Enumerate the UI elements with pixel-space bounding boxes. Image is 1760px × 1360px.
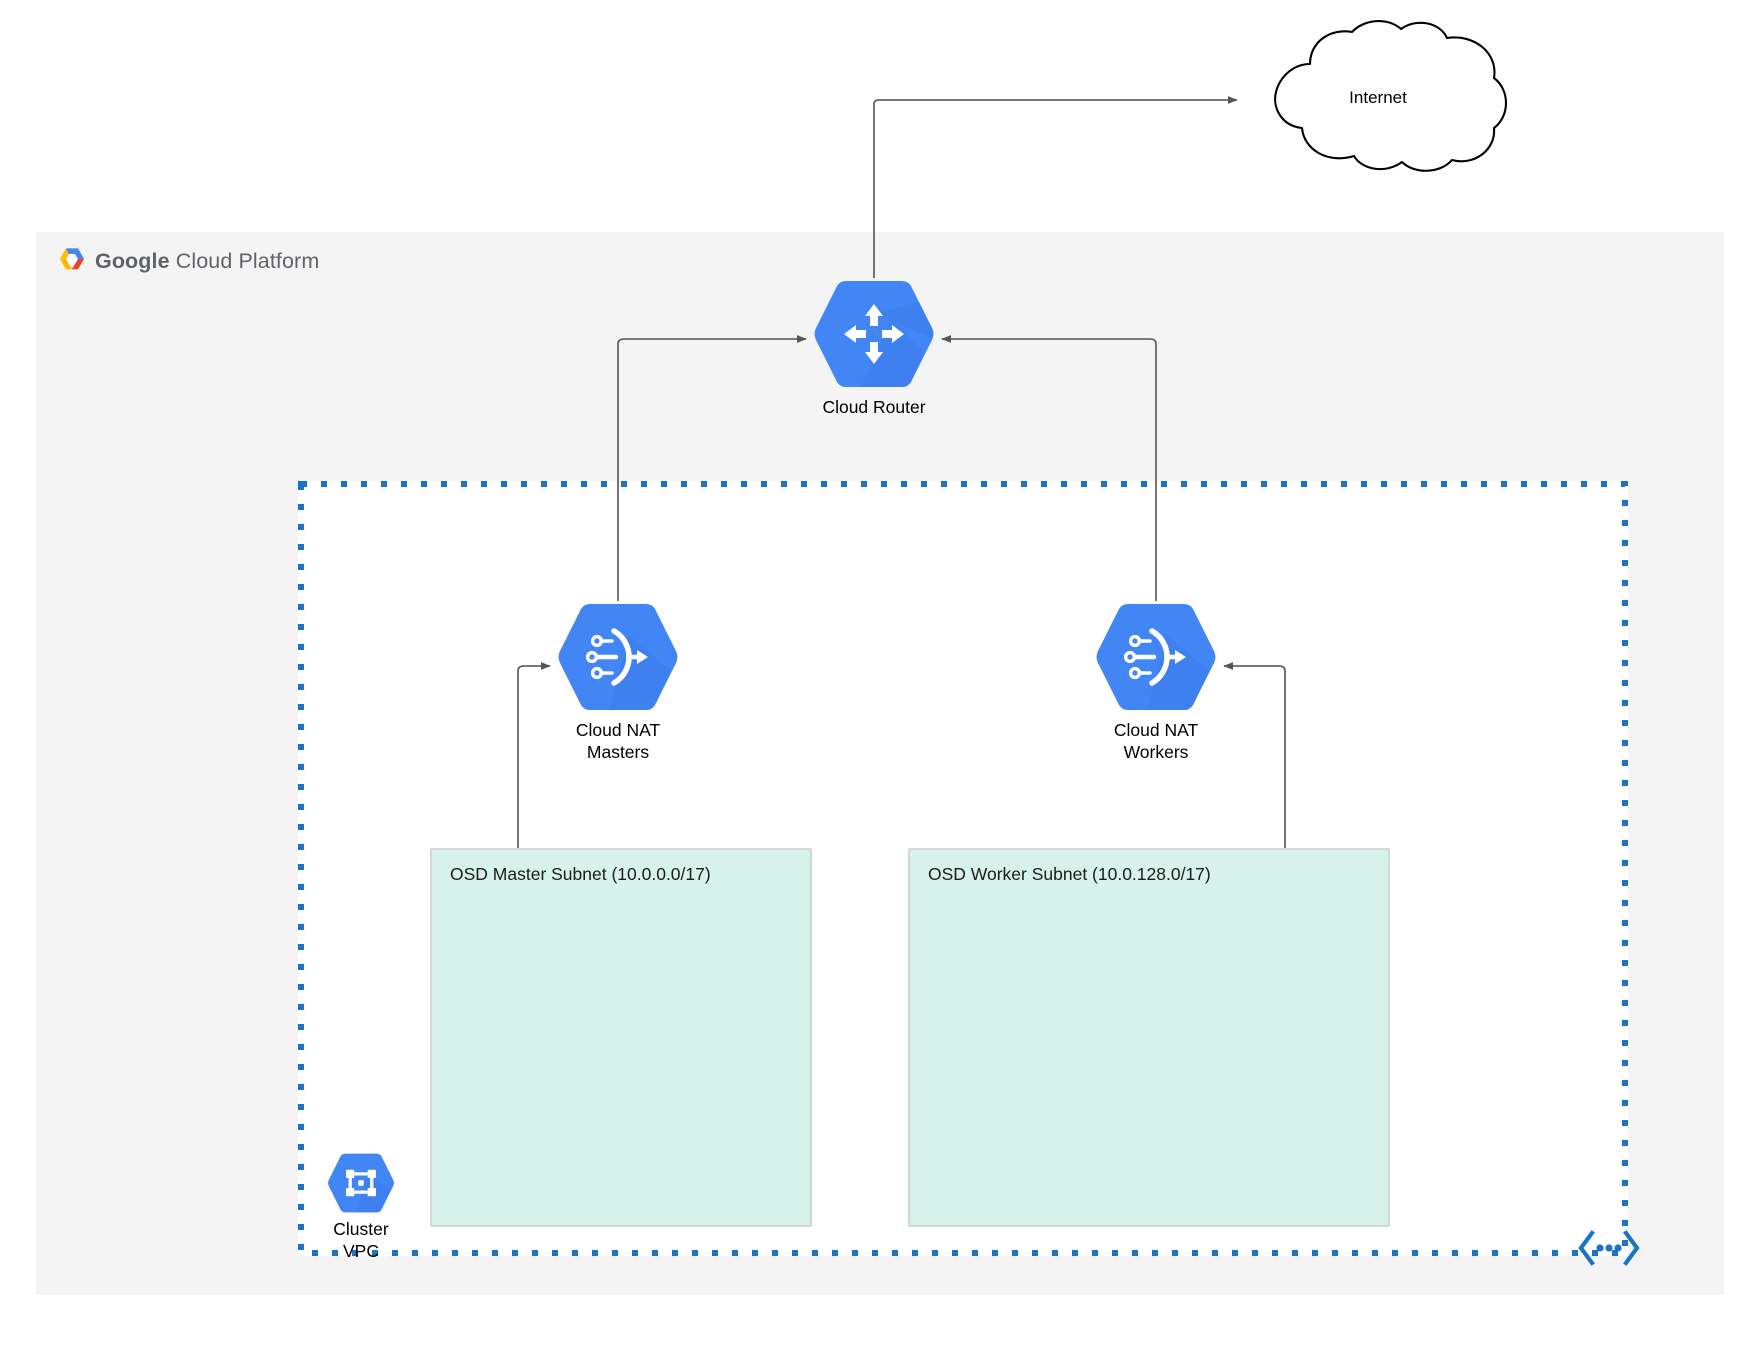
gcp-brand-lockup: Google Cloud Platform	[58, 245, 319, 277]
cloud-shape-icon	[1274, 20, 1507, 172]
node-cloud-nat-masters[interactable]: Cloud NAT Masters	[557, 601, 679, 762]
cloud-nat-icon	[558, 604, 678, 710]
node-cloud-nat-workers[interactable]: Cloud NAT Workers	[1095, 601, 1217, 762]
node-cluster-vpc-line1: Cluster	[333, 1219, 389, 1239]
osd-worker-subnet-box[interactable]: OSD Worker Subnet (10.0.128.0/17)	[908, 848, 1390, 1227]
osd-worker-subnet-label: OSD Worker Subnet (10.0.128.0/17)	[928, 864, 1211, 884]
code-marker	[1578, 1228, 1640, 1268]
node-cluster-vpc[interactable]: Cluster VPC	[327, 1152, 395, 1261]
cloud-router-icon	[814, 281, 934, 387]
node-cloud-router[interactable]: Cloud Router	[813, 278, 935, 417]
gcp-brand-text: Google Cloud Platform	[95, 249, 319, 274]
node-cloud-nat-workers-line2: Workers	[1123, 742, 1189, 762]
virtual-private-cloud-icon	[328, 1153, 394, 1213]
node-cloud-router-label: Cloud Router	[822, 397, 926, 417]
code-ellipsis-icon	[1578, 1230, 1640, 1266]
osd-master-subnet-box[interactable]: OSD Master Subnet (10.0.0.0/17)	[430, 848, 812, 1227]
node-cloud-nat-masters-line2: Masters	[586, 742, 650, 762]
node-cluster-vpc-label: Cluster VPC	[333, 1218, 388, 1262]
gcp-brand-cloud-platform: Cloud Platform	[169, 248, 320, 273]
cloud-nat-icon	[1096, 604, 1216, 710]
google-cloud-platform-logo-icon	[59, 248, 85, 270]
osd-master-subnet-label: OSD Master Subnet (10.0.0.0/17)	[450, 864, 711, 884]
node-cloud-nat-masters-line1: Cloud NAT	[575, 720, 661, 740]
gcp-brand-google: Google	[95, 248, 170, 273]
node-cloud-nat-workers-line1: Cloud NAT	[1113, 720, 1199, 740]
node-cluster-vpc-line2: VPC	[343, 1241, 379, 1261]
node-cloud-nat-workers-label: Cloud NAT Workers	[1114, 719, 1198, 763]
node-cloud-nat-masters-label: Cloud NAT Masters	[576, 719, 660, 763]
internet-label: Internet	[1349, 88, 1407, 107]
internet-cloud-shape	[1244, 16, 1512, 176]
